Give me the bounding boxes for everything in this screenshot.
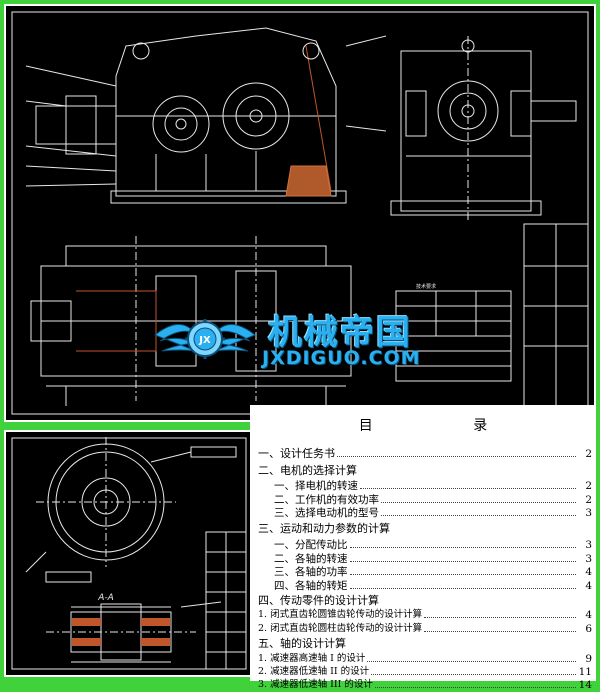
toc-entry[interactable]: 四、传动零件的设计计算 (250, 594, 596, 608)
toc-dot-leader (367, 661, 576, 662)
toc-dot-leader (424, 617, 576, 618)
toc-entry-label: 3. 减速器低速轴 III 的设计 (258, 679, 373, 690)
toc-entry[interactable]: 3. 减速器低速轴 III 的设计 14 (250, 678, 596, 692)
toc-entry[interactable]: 三、运动和动力参数的计算 (250, 522, 596, 536)
toc-entry-label: 2. 闭式直齿轮圆柱齿轮传动的设计计算 (258, 623, 423, 634)
toc-entry[interactable]: 1. 减速器高速轴 I 的设计 9 (250, 652, 596, 666)
toc-entry[interactable]: 四、各轴的转矩 4 (250, 579, 596, 593)
toc-dot-leader (360, 488, 576, 489)
toc-entry-label: 1. 闭式直齿轮圆锥齿轮传动的设计计算 (258, 609, 423, 620)
toc-entry-label: 四、传动零件的设计计算 (258, 594, 379, 607)
toc-entry[interactable]: 二、各轴的转速 3 (250, 552, 596, 566)
toc-entry-label: 二、工作机的有效功率 (274, 494, 379, 506)
toc-entry[interactable]: 2. 减速器低速轴 II 的设计 11 (250, 665, 596, 679)
gear-wings-logo-icon: JX (154, 319, 256, 359)
toc-entry[interactable]: 三、各轴的功率 4 (250, 565, 596, 579)
toc-page-number: 4 (585, 609, 592, 621)
toc-entry[interactable]: 1. 闭式直齿轮圆锥齿轮传动的设计计算 4 (250, 608, 596, 622)
toc-dot-leader (350, 547, 576, 548)
toc-page-number: 3 (585, 507, 592, 519)
toc-page-number: 9 (585, 653, 592, 665)
toc-page-number: 6 (585, 623, 592, 635)
toc-entry-label: 三、运动和动力参数的计算 (258, 522, 390, 535)
toc-entry-label: 四、各轴的转矩 (274, 580, 348, 592)
toc-page-number: 11 (578, 666, 592, 678)
toc-entry[interactable]: 2. 闭式直齿轮圆柱齿轮传动的设计计算 6 (250, 622, 596, 636)
tech-requirement-title: 技术要求 (416, 283, 436, 290)
toc-entry-label: 一、设计任务书 (258, 447, 335, 460)
toc-entry[interactable]: 一、分配传动比 3 (250, 538, 596, 552)
toc-entry-label: 一、分配传动比 (274, 539, 348, 551)
section-label: A-A (97, 593, 114, 603)
toc-entry[interactable]: 二、工作机的有效功率 2 (250, 493, 596, 507)
toc-entry-label: 2. 减速器低速轴 II 的设计 (258, 666, 370, 677)
assembly-drawing-panel: 技术要求 (4, 4, 596, 422)
watermark-title: 机械帝国 (268, 313, 412, 353)
toc-page-number: 2 (585, 480, 592, 492)
toc-dot-leader (375, 687, 576, 688)
toc-entry[interactable]: 五、轴的设计计算 (250, 637, 596, 651)
toc-page-number: 14 (578, 679, 592, 691)
toc-title: 目 录 (358, 418, 536, 434)
gearbox-assembly-drawing: 技术要求 (11, 11, 589, 415)
toc-entry-label: 二、电机的选择计算 (258, 464, 357, 477)
toc-dot-leader (350, 588, 576, 589)
toc-dot-leader (371, 674, 576, 675)
toc-dot-leader (337, 456, 576, 457)
toc-page-number: 3 (585, 553, 592, 565)
toc-dot-leader (381, 515, 576, 516)
toc-page-number: 2 (585, 448, 592, 460)
gear-part-drawing: A-A (11, 437, 247, 670)
watermark-url: JXDIGUO.COM (262, 347, 421, 369)
toc-entry-label: 三、选择电动机的型号 (274, 507, 379, 519)
toc-dot-leader (381, 502, 576, 503)
toc-entry[interactable]: 二、电机的选择计算 (250, 464, 596, 478)
toc-entry[interactable]: 一、设计任务书 2 (250, 447, 596, 461)
toc-dot-leader (424, 631, 576, 632)
toc-dot-leader (350, 574, 576, 575)
toc-entry-label: 五、轴的设计计算 (258, 637, 346, 650)
part-drawing-panel: A-A (4, 430, 254, 677)
watermark: JX 机械帝国 JXDIGUO.COM (150, 305, 450, 375)
toc-page-number: 3 (585, 539, 592, 551)
toc-dot-leader (350, 561, 576, 562)
toc-entry[interactable]: 三、选择电动机的型号 3 (250, 506, 596, 520)
toc-entry-label: 一、择电机的转速 (274, 480, 358, 492)
toc-entry-label: 二、各轴的转速 (274, 553, 348, 565)
toc-entry-label: 三、各轴的功率 (274, 566, 348, 578)
toc-page-number: 4 (585, 580, 592, 592)
toc-entry-label: 1. 减速器高速轴 I 的设计 (258, 653, 366, 664)
toc-entry[interactable]: 一、择电机的转速 2 (250, 479, 596, 493)
toc-page-number: 2 (585, 494, 592, 506)
logo-text: JX (198, 335, 211, 346)
toc-page-number: 4 (585, 566, 592, 578)
